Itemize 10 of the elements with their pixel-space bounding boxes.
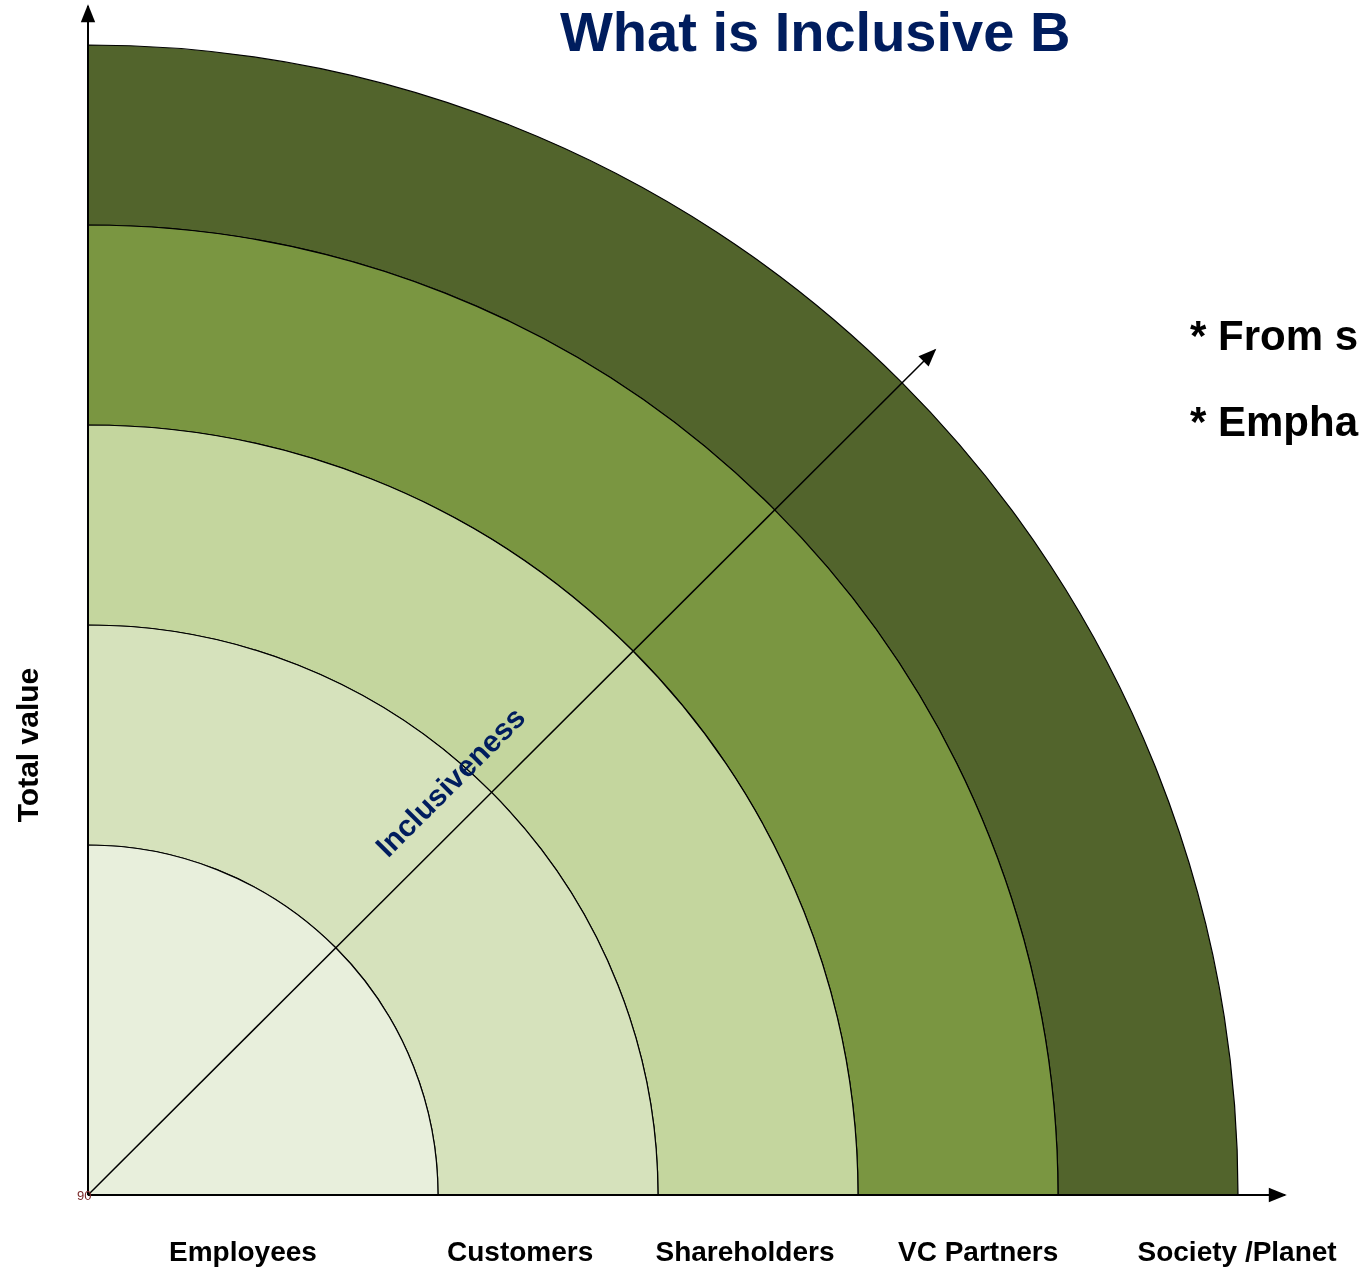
category-label: Employees — [169, 1236, 317, 1268]
category-label: VC Partners — [898, 1236, 1059, 1268]
category-label: Society /Planet — [1137, 1236, 1337, 1268]
category-label: Customers — [447, 1236, 594, 1268]
origin-label: 90 — [77, 1188, 92, 1203]
bullet-text: * Empha — [1190, 398, 1359, 446]
bullet-text: * From s — [1190, 312, 1359, 360]
category-label: Shareholders — [655, 1236, 835, 1268]
axis-title: Total value — [11, 667, 46, 823]
title: What is Inclusive B — [560, 0, 1071, 64]
